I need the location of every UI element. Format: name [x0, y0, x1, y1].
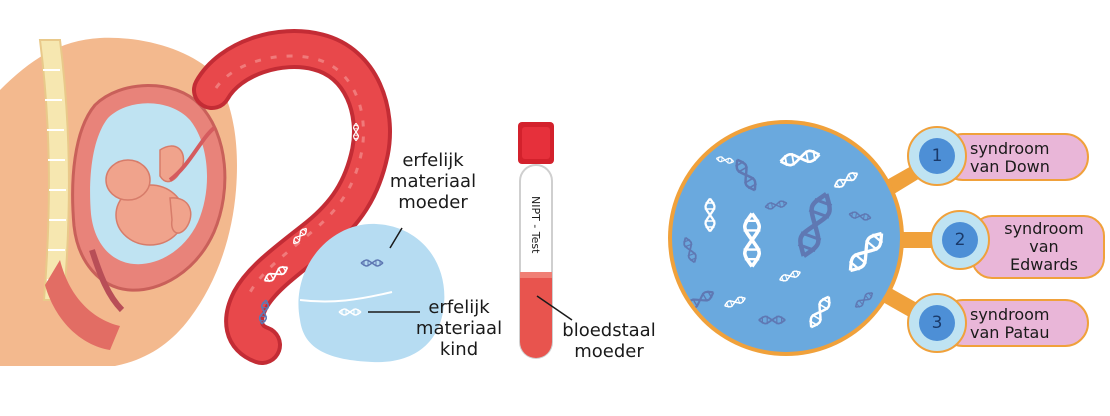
nipt-test-tube	[518, 122, 573, 359]
child-material-label: erfelijk materiaal kind	[415, 297, 503, 360]
syndrome-3-label: syndroom van Patau	[970, 305, 1050, 342]
plasma-balloon	[298, 223, 445, 363]
syndrome-3-number: 3	[931, 313, 943, 333]
umbilical-cord	[168, 126, 216, 182]
blood-vessel	[192, 29, 392, 365]
maternal-material-label: erfelijk materiaal moeder	[389, 150, 477, 213]
pregnant-woman-illustration	[0, 37, 237, 366]
syndrome-2-number: 2	[954, 230, 966, 250]
blood-sample-label: bloedstaal moeder	[562, 320, 656, 362]
blood-leader-line	[536, 295, 573, 321]
connector-2	[900, 232, 940, 248]
pelvis	[45, 260, 120, 350]
maternal-leader-line	[389, 227, 403, 249]
dna-circle-group	[668, 120, 1105, 356]
tube-label: NIPT - Test	[529, 196, 542, 254]
syndrome-1-number: 1	[931, 146, 943, 166]
syndrome-2-label: syndroom van Edwards	[1004, 219, 1084, 274]
syndrome-1-label: syndroom van Down	[970, 139, 1050, 176]
